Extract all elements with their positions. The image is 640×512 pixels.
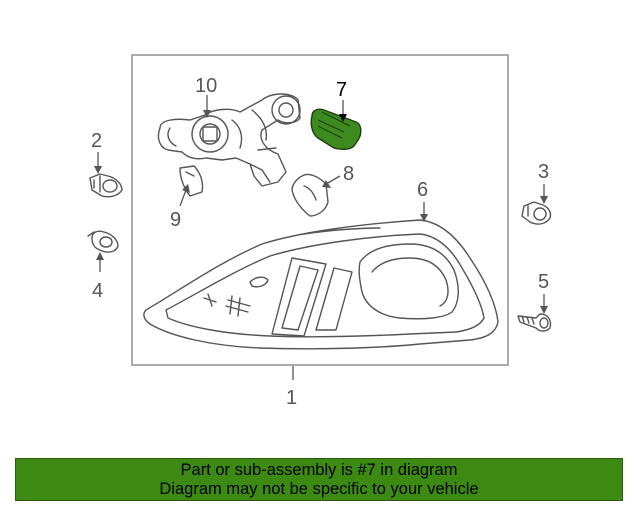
callout-2: 2	[91, 130, 102, 152]
callout-7: 7	[336, 79, 347, 101]
arrow-2	[94, 166, 102, 174]
arrow-6	[420, 214, 428, 222]
cover-part-8	[291, 173, 329, 217]
assembly-frame	[131, 54, 509, 366]
callout-3: 3	[538, 161, 549, 183]
gasket-part-9	[179, 165, 204, 197]
leader-9	[179, 189, 187, 207]
arrow-3	[540, 196, 548, 204]
callout-4: 4	[92, 280, 103, 302]
arrow-10	[203, 110, 211, 118]
grommet-part-4	[87, 230, 119, 253]
arrow-9	[182, 184, 190, 193]
callout-9: 9	[170, 209, 181, 231]
arrow-8	[322, 180, 331, 188]
callout-8: 8	[343, 163, 354, 185]
screw-part-5	[517, 313, 552, 332]
arrow-4	[96, 252, 104, 260]
push-nut-part-2	[89, 173, 123, 198]
nut-part-3	[521, 201, 552, 225]
callout-1: 1	[286, 387, 297, 409]
callout-5: 5	[538, 271, 549, 293]
arrow-5	[540, 306, 548, 314]
leader-8	[325, 175, 341, 185]
callout-10: 10	[195, 75, 217, 97]
arrow-7	[339, 114, 347, 122]
banner-line-2: Diagram may not be specific to your vehi…	[159, 479, 479, 498]
callout-6: 6	[417, 179, 428, 201]
bulb-socket-harness-part-10	[157, 93, 301, 187]
bulb-holder-part-7	[310, 108, 362, 151]
banner-line-1: Part or sub-assembly is #7 in diagram	[180, 460, 458, 479]
tail-lamp-assembly-part-6	[143, 219, 499, 350]
info-banner: Part or sub-assembly is #7 in diagram Di…	[15, 458, 623, 501]
